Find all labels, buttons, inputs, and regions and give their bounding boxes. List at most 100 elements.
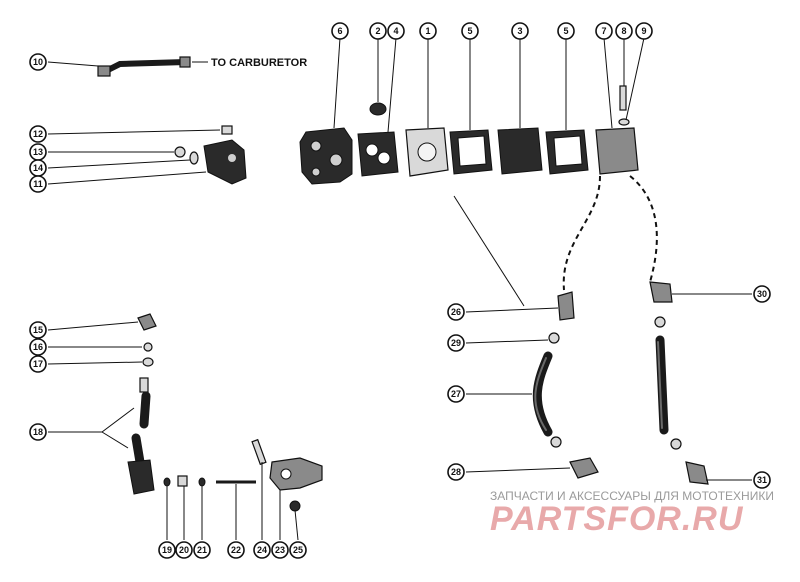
callout-5b: 5 <box>557 22 575 40</box>
callout-14: 14 <box>29 159 47 177</box>
callout-20: 20 <box>175 541 193 559</box>
callout-9: 9 <box>635 22 653 40</box>
fitting-31-part <box>685 461 709 485</box>
inlet-nut-part <box>143 342 153 352</box>
svg-text:9: 9 <box>641 26 646 36</box>
mounting-bracket-part <box>203 139 247 185</box>
callout-24: 24 <box>253 541 271 559</box>
inlet-elbow-fitting-part <box>137 313 157 331</box>
carburetor-fuel-line-part <box>97 56 191 77</box>
callout-29: 29 <box>447 334 465 352</box>
connector-screw-part <box>251 438 267 466</box>
bracket-screw-part <box>221 125 233 135</box>
callout-11: 11 <box>29 175 47 193</box>
clamp-29-part <box>548 332 560 344</box>
fuel-hose-31-part <box>655 335 669 435</box>
pump-plate-part <box>405 127 449 177</box>
callout-12: 12 <box>29 125 47 143</box>
fuel-hose-27-part <box>532 351 553 437</box>
diaphragm-gasket-b-part <box>545 129 589 175</box>
grommet-part <box>369 102 387 116</box>
svg-text:15: 15 <box>33 325 43 335</box>
callout-25: 25 <box>289 541 307 559</box>
svg-text:28: 28 <box>451 467 461 477</box>
to-carburetor-label: TO CARBURETOR <box>211 57 307 69</box>
callout-18: 18 <box>29 423 47 441</box>
svg-text:1: 1 <box>425 26 430 36</box>
svg-text:17: 17 <box>33 359 43 369</box>
svg-text:25: 25 <box>293 545 303 555</box>
callout-28: 28 <box>447 463 465 481</box>
svg-text:23: 23 <box>275 545 285 555</box>
fitting-28-part <box>569 457 599 479</box>
lock-washer-part <box>189 151 199 165</box>
svg-text:22: 22 <box>231 545 241 555</box>
svg-text:3: 3 <box>517 26 522 36</box>
callout-23: 23 <box>271 541 289 559</box>
watermark-brand: PARTSFOR.RU <box>490 500 744 538</box>
svg-text:24: 24 <box>257 545 267 555</box>
clamp-30-part <box>654 316 666 328</box>
svg-text:19: 19 <box>162 545 172 555</box>
cover-screw-part <box>619 85 627 111</box>
callout-31: 31 <box>753 471 771 489</box>
callout-16: 16 <box>29 338 47 356</box>
outlet-line-path <box>562 175 601 291</box>
svg-text:18: 18 <box>33 427 43 437</box>
callout-8: 8 <box>615 22 633 40</box>
svg-text:16: 16 <box>33 342 43 352</box>
callout-15: 15 <box>29 321 47 339</box>
clamp-31-part <box>670 438 682 450</box>
svg-text:21: 21 <box>197 545 207 555</box>
pump-body-part <box>299 127 353 185</box>
callout-3: 3 <box>511 22 529 40</box>
elbow-fitting-30-part <box>649 281 673 303</box>
svg-text:5: 5 <box>467 26 472 36</box>
fuel-connector-body-part <box>269 457 323 491</box>
o-ring-part <box>198 477 206 487</box>
callout-30: 30 <box>753 285 771 303</box>
small-gasket-part <box>163 477 171 487</box>
callout-17: 17 <box>29 355 47 373</box>
svg-text:12: 12 <box>33 129 43 139</box>
filter-screen-part <box>177 475 188 487</box>
callout-4: 4 <box>387 22 405 40</box>
connector-nut-part <box>289 500 301 512</box>
bracket-bolt-part <box>174 146 186 158</box>
inlet-ferrule-part <box>142 357 154 367</box>
svg-text:26: 26 <box>451 307 461 317</box>
svg-text:10: 10 <box>33 57 43 67</box>
callout-1: 1 <box>419 22 437 40</box>
svg-text:29: 29 <box>451 338 461 348</box>
svg-text:2: 2 <box>375 26 380 36</box>
svg-text:6: 6 <box>337 26 342 36</box>
elbow-fitting-26-part <box>557 291 575 321</box>
pump-gasket-part <box>357 131 399 177</box>
callout-7: 7 <box>595 22 613 40</box>
svg-text:5: 5 <box>563 26 568 36</box>
diaphragm-part <box>497 127 543 175</box>
callout-5a: 5 <box>461 22 479 40</box>
inlet-fuel-hose-part <box>127 377 155 495</box>
svg-text:7: 7 <box>601 26 606 36</box>
svg-text:27: 27 <box>451 389 461 399</box>
clamp-lower-part <box>550 436 562 448</box>
svg-text:11: 11 <box>33 179 43 189</box>
callout-6: 6 <box>331 22 349 40</box>
svg-text:13: 13 <box>33 147 43 157</box>
svg-text:4: 4 <box>393 26 398 36</box>
callout-26: 26 <box>447 303 465 321</box>
diaphragm-gasket-part <box>449 129 493 175</box>
callout-22: 22 <box>227 541 245 559</box>
svg-text:14: 14 <box>33 163 43 173</box>
svg-text:30: 30 <box>757 289 767 299</box>
svg-text:20: 20 <box>179 545 189 555</box>
svg-text:8: 8 <box>621 26 626 36</box>
callout-21: 21 <box>193 541 211 559</box>
svg-text:31: 31 <box>757 475 767 485</box>
callout-19: 19 <box>158 541 176 559</box>
outlet-line-path-b <box>629 175 658 283</box>
callout-13: 13 <box>29 143 47 161</box>
